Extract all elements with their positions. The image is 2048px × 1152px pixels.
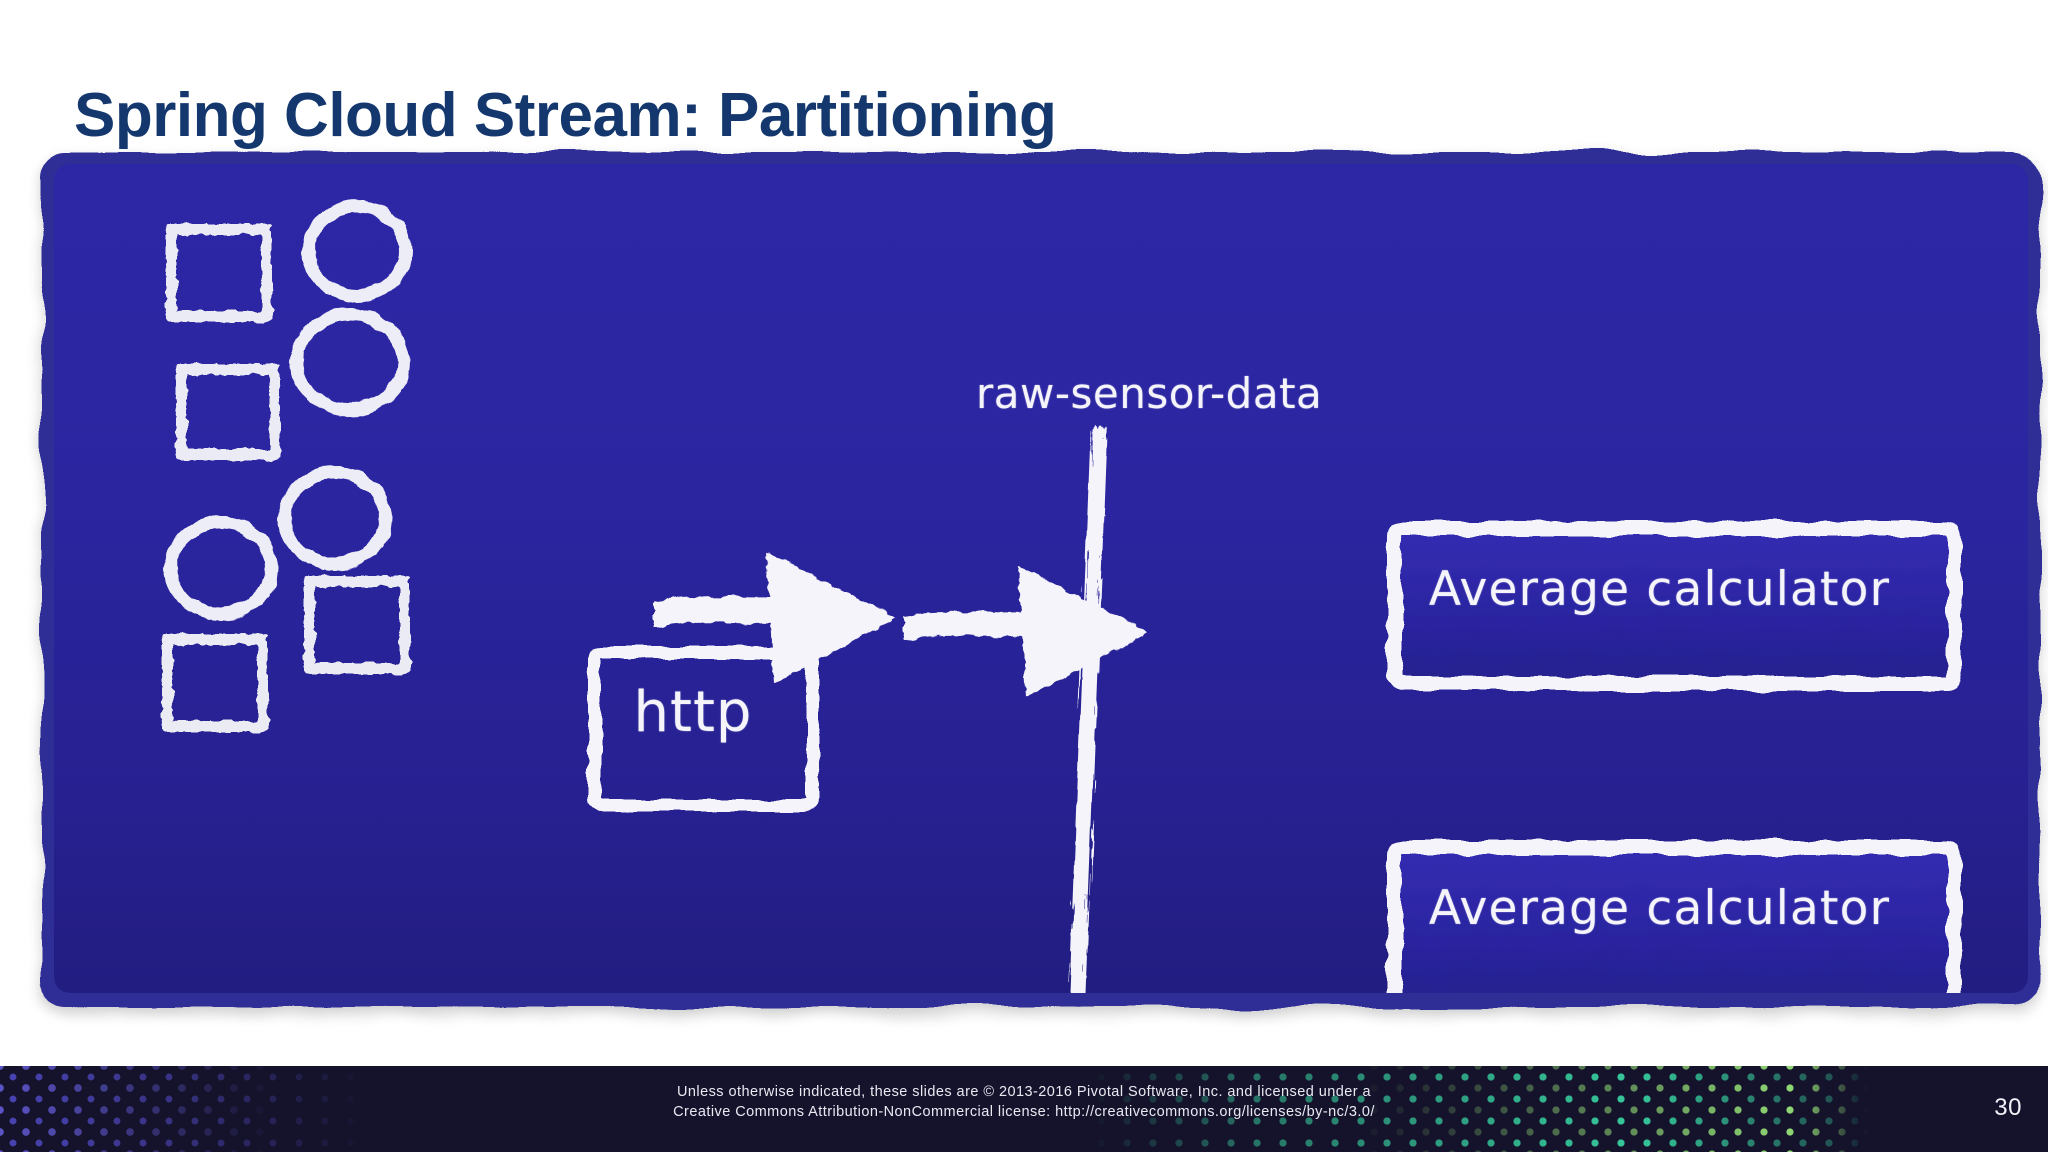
- footer-pattern-right-highlight: [1348, 1066, 1868, 1152]
- footer-copyright-line-1: Unless otherwise indicated, these slides…: [676, 1084, 1372, 1100]
- http-source-box[interactable]: [588, 646, 819, 812]
- arrow-http-to-topic: [654, 552, 896, 684]
- slide-number: 30: [1994, 1094, 2022, 1121]
- page-title: Spring Cloud Stream: Partitioning: [74, 80, 1057, 150]
- average-calculator-box-2[interactable]: [1387, 840, 1962, 993]
- average-calculator-label-2: Average calculator: [1428, 881, 1891, 936]
- footer-pattern-left-highlight: [0, 1066, 330, 1152]
- topic-partition-line: [1066, 425, 1108, 993]
- sensor-square-1: [166, 224, 272, 322]
- http-source-label: http: [633, 680, 753, 745]
- footer-copyright: Unless otherwise indicated, these slides…: [0, 1082, 2048, 1122]
- slide-board-panel: http raw-sensor-data Average calculator …: [42, 152, 2040, 1007]
- sensor-square-7: [304, 576, 410, 674]
- average-calculator-label-1: Average calculator: [1428, 562, 1891, 617]
- sensor-circle-6: [164, 516, 278, 620]
- sensor-square-8: [162, 634, 268, 732]
- footer-copyright-line-2: Creative Commons Attribution-NonCommerci…: [673, 1104, 1375, 1120]
- board-surface: http raw-sensor-data Average calculator …: [54, 164, 2028, 993]
- arrow-topic-to-consumers: [904, 566, 1148, 698]
- topic-label: raw-sensor-data: [976, 369, 1323, 418]
- sensor-square-4: [176, 364, 280, 460]
- sensor-circle-3: [290, 308, 410, 416]
- average-calculator-box-1[interactable]: [1387, 521, 1962, 691]
- sensor-circle-5: [278, 466, 392, 570]
- sensor-circle-2: [302, 200, 412, 302]
- footer-band: Unless otherwise indicated, these slides…: [0, 1066, 2048, 1152]
